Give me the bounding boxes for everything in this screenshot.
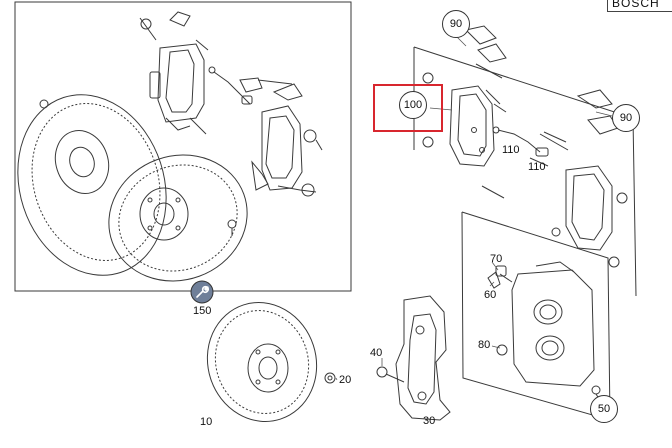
inset-disc-front: [108, 154, 248, 282]
wrench-icon: [190, 280, 214, 304]
wear-sensor-right: [492, 126, 549, 157]
callout-10: 10: [200, 416, 213, 428]
callout-150: 150: [193, 305, 212, 317]
callout-70: 70: [490, 253, 503, 265]
exploded-frame-pads: [413, 46, 637, 297]
pad-outer-right: [481, 89, 628, 268]
callout-50: 50: [590, 395, 618, 423]
callout-60: 60: [484, 289, 497, 301]
callout-80: 80: [478, 339, 491, 351]
disc-screw: [324, 372, 336, 384]
callout-90-right: 90: [612, 104, 640, 132]
callout-20: 20: [339, 374, 352, 386]
callout-30: 30: [423, 415, 436, 427]
brake-disc: [206, 302, 318, 422]
bleed-screw: [487, 265, 513, 289]
callout-100: 100: [399, 91, 427, 119]
highlight-frame: [373, 84, 443, 132]
caliper-carrier: [376, 295, 451, 421]
assembly-inset-frame: [14, 1, 352, 292]
inset-brake-pad-upper: [139, 11, 209, 135]
pad-inner-right: [422, 25, 507, 167]
caliper-housing: [496, 261, 602, 403]
callout-110-lower: 110: [528, 161, 546, 173]
brand-label: BOSCH: [607, 0, 672, 12]
inset-bolt-small: [39, 99, 237, 236]
callout-40: 40: [370, 347, 383, 359]
callout-110-upper: 110: [502, 144, 520, 156]
inset-disc-back: [17, 94, 167, 276]
inset-wear-sensor: [208, 66, 253, 105]
callout-90-top: 90: [442, 10, 470, 38]
inset-brake-pad-lower: [239, 77, 323, 197]
exploded-frame-caliper: [461, 211, 611, 421]
guide-pin: [529, 131, 567, 167]
